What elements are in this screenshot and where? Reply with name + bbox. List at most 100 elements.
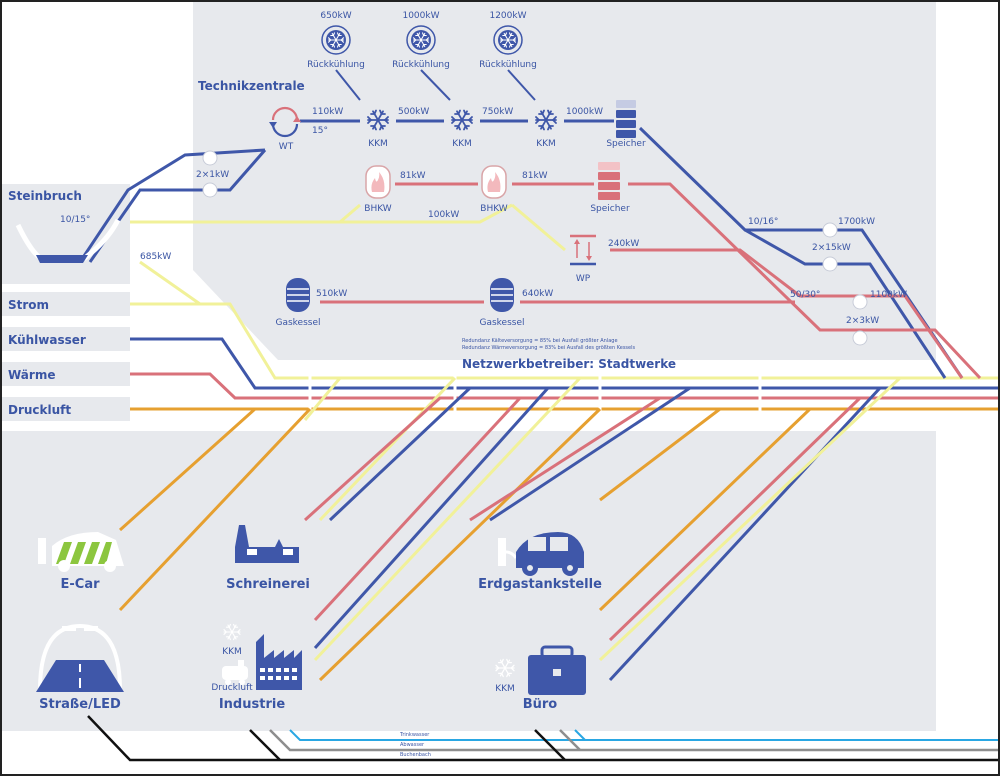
- pipe-waerme-supply: [628, 182, 982, 380]
- line-abwasser-buero: [559, 729, 581, 751]
- kaelte-pump-label: 2×15kW: [812, 243, 851, 253]
- netzwerkbetreiber-label: Netzwerkbetreiber: Stadtwerke: [462, 357, 676, 371]
- line-trinkwasser-buero: [574, 729, 586, 741]
- kkm-label: KKM: [536, 139, 556, 149]
- kaelte-temp: 10/16°: [748, 217, 778, 227]
- bhkw-label: BHKW: [480, 204, 508, 214]
- gaskessel-power: 640kW: [522, 289, 553, 299]
- bhkw-label: BHKW: [364, 204, 392, 214]
- wp-label: WP: [576, 274, 591, 284]
- water-line-label: Abwasser: [400, 742, 425, 748]
- wp-power: 240kW: [608, 239, 639, 249]
- pump-icon: [852, 330, 868, 346]
- pump-icon: [202, 150, 218, 166]
- bhkw-strom-label: 100kW: [428, 210, 459, 220]
- consumer-label: Schreinerei: [226, 577, 310, 592]
- consumer-label: Büro: [523, 697, 558, 712]
- legend-label: Druckluft: [8, 403, 71, 417]
- rueckkuehlung-power: 650kW: [320, 11, 351, 21]
- pipe-strom-685: [139, 260, 201, 306]
- pipe-strom-bhkw2: [340, 203, 513, 224]
- pump-icon: [822, 222, 838, 238]
- legend-label: Kühlwasser: [8, 333, 86, 347]
- fan-icon: [321, 25, 351, 55]
- kkm-label: KKM: [452, 139, 472, 149]
- fan-icon: [406, 25, 436, 55]
- strasse-led-icon: [36, 623, 124, 692]
- industrie-icon: [256, 634, 302, 690]
- speicher-kalt-icon: [616, 100, 636, 138]
- waerme-pump-power: 1100kW: [870, 290, 907, 300]
- bus-strom: [130, 302, 998, 380]
- legend-label: Strom: [8, 298, 49, 312]
- pipe-steinbruch-supply: [78, 148, 266, 263]
- rueckkuehlung-power: 1200kW: [489, 11, 526, 21]
- bhkw-power: 81kW: [522, 171, 548, 181]
- legend-druckluft-panel: [2, 397, 130, 421]
- gaskessel-label: Gaskessel: [479, 318, 524, 328]
- rueckkuehlung-power: 1000kW: [402, 11, 439, 21]
- rueckkuehlung-label: Rückkühlung: [479, 60, 537, 70]
- steinbruch-pump-label: 2×1kW: [196, 170, 229, 180]
- buero-icon: [528, 645, 586, 695]
- rueckkuehlung-group: [321, 25, 536, 101]
- strom-power-label: 685kW: [140, 252, 171, 262]
- gaskessel-power: 510kW: [316, 289, 347, 299]
- line-buchenbach: [87, 715, 998, 762]
- kkm-power: 1000kW: [566, 107, 603, 117]
- legend-strom-panel: [2, 292, 130, 316]
- schreinerei-icon: [235, 525, 299, 563]
- speicher-warm-label: Speicher: [590, 204, 630, 214]
- bhkw1-icon: [365, 165, 391, 199]
- consumer-feeds: [118, 376, 902, 682]
- bhkw2-icon: [481, 165, 507, 199]
- legend-kuehlwasser-panel: [2, 327, 130, 351]
- legend-label: Wärme: [8, 368, 55, 382]
- kkm-label: KKM: [368, 139, 388, 149]
- wt-label: WT: [279, 142, 294, 152]
- pump-icon: [822, 256, 838, 272]
- consumer-label: Straße/LED: [39, 697, 121, 712]
- pump-icon: [852, 294, 868, 310]
- pumps: [202, 150, 868, 346]
- pipe-waerme-return: [610, 248, 964, 379]
- kkm-power: 750kW: [482, 107, 513, 117]
- fan-icon: [493, 25, 523, 55]
- speicher-kalt-label: Speicher: [606, 139, 646, 149]
- legend-waerme-panel: [2, 362, 130, 386]
- industrie-druckluft-label: Druckluft: [211, 683, 253, 693]
- gaskessel2-icon: [490, 278, 514, 312]
- line-abwasser: [269, 729, 998, 752]
- technikzentrale-title: Technikzentrale: [198, 79, 305, 93]
- kkm-power: 500kW: [398, 107, 429, 117]
- consumer-label: Erdgastankstelle: [478, 577, 602, 592]
- bus-kuehlwasser: [130, 337, 998, 390]
- wt-icon: [269, 106, 301, 138]
- redundanz-note: Redundanz Wärmeversorgung = 83% bei Ausf…: [462, 345, 636, 351]
- consumer-label: E-Car: [61, 577, 101, 592]
- consumer-panel: [2, 431, 936, 731]
- speicher-warm-icon: [598, 162, 620, 200]
- buero-kkm-label: KKM: [495, 684, 515, 694]
- line-buchenbach-buero: [534, 729, 566, 761]
- pipe-strom-wp: [511, 203, 566, 252]
- ecar-icon: [38, 532, 124, 572]
- steinbruch-quarry-icon: [15, 218, 121, 263]
- industrie-druckluft-icon: [222, 660, 248, 685]
- wt-temp: 15°: [312, 126, 328, 136]
- water-line-label: Buchenbach: [400, 752, 431, 758]
- wp-icon: [570, 234, 596, 266]
- wt-power: 110kW: [312, 107, 343, 117]
- industrie-kkm-label: KKM: [222, 647, 242, 657]
- waerme-pump-label: 2×3kW: [846, 316, 879, 326]
- technikzentrale-panel: [193, 2, 936, 360]
- kaelte-pump-power: 1700kW: [838, 217, 875, 227]
- erdgastankstelle-icon: [498, 532, 584, 576]
- redundanz-note: Redundanz Kälteversorgung = 85% bei Ausf…: [462, 338, 618, 344]
- gaskessel-label: Gaskessel: [275, 318, 320, 328]
- rueckkuehlung-label: Rückkühlung: [307, 60, 365, 70]
- bhkw-power: 81kW: [400, 171, 426, 181]
- line-trinkwasser: [289, 729, 998, 741]
- gaskessel1-icon: [286, 278, 310, 312]
